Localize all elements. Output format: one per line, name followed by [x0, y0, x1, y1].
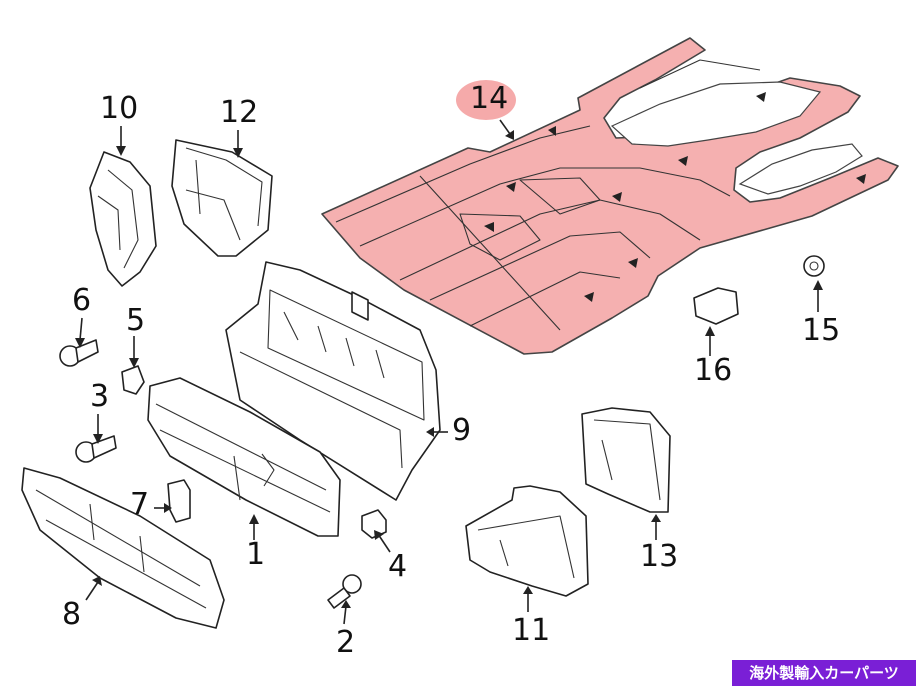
part-1-grille-bracket[interactable] [147, 377, 341, 537]
part-16-clip[interactable] [693, 287, 739, 325]
part-7-clip[interactable] [167, 479, 191, 523]
callout-5: 5 [126, 303, 146, 338]
part-11-duct[interactable] [465, 485, 589, 597]
callout-9: 9 [452, 413, 472, 448]
callout-10: 10 [100, 91, 139, 126]
callout-4: 4 [388, 549, 408, 584]
part-10-deflector[interactable] [89, 151, 157, 287]
part-14-underbody-shield[interactable] [321, 37, 899, 355]
part-13-duct[interactable] [581, 407, 671, 513]
callout-6: 6 [72, 283, 92, 318]
part-12-air-duct[interactable] [171, 139, 273, 257]
callout-16: 16 [694, 353, 733, 388]
callout-12: 12 [220, 95, 259, 130]
callout-15: 15 [802, 313, 841, 348]
callout-3: 3 [90, 379, 110, 414]
part-9-radiator-shroud[interactable] [225, 261, 441, 501]
part-15-screw[interactable] [803, 255, 825, 277]
watermark-badge: 海外製輸入カーパーツ [732, 660, 916, 686]
part-5-clip[interactable] [121, 365, 145, 395]
part-6-bolt[interactable] [59, 339, 99, 367]
callout-11: 11 [512, 613, 551, 648]
callout-7: 7 [130, 487, 150, 522]
callout-13: 13 [640, 539, 679, 574]
part-14-badge [456, 80, 516, 120]
part-4-grommet[interactable] [361, 509, 387, 539]
callout-8: 8 [62, 597, 82, 632]
part-3-bolt[interactable] [75, 435, 117, 463]
callout-14: 14 [470, 81, 509, 116]
part-2-bolt[interactable] [327, 574, 362, 609]
callout-2: 2 [336, 625, 356, 660]
leader-lines [75, 119, 823, 625]
callout-1: 1 [246, 537, 266, 572]
part-8-bumper-bracket[interactable] [21, 467, 225, 629]
